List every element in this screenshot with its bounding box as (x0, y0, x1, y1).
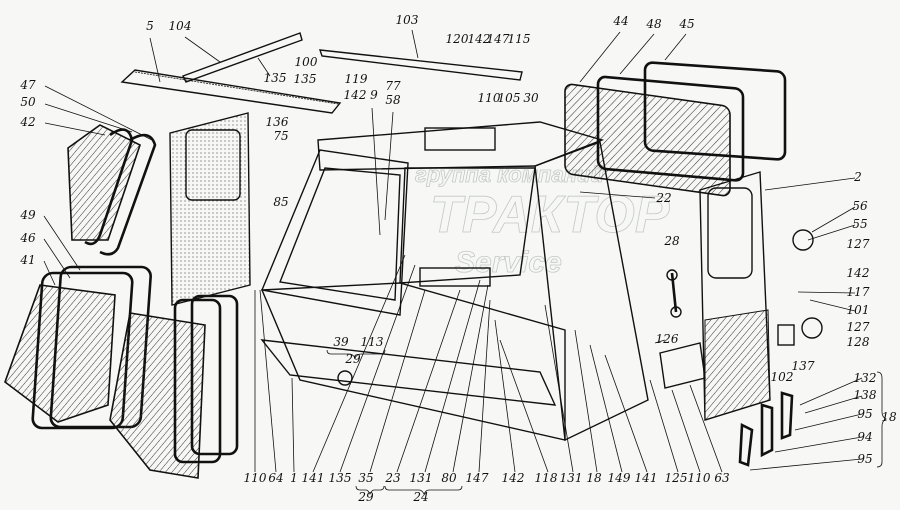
callout-147a: 147 (487, 32, 510, 46)
callout-5: 5 (146, 19, 154, 33)
callout-102: 102 (771, 370, 794, 384)
callout-128: 128 (847, 335, 870, 349)
callout-119: 119 (345, 72, 368, 86)
callout-110b: 110 (244, 471, 267, 485)
callout-103: 103 (396, 13, 419, 27)
callout-113: 113 (361, 335, 384, 349)
callout-95b: 95 (857, 452, 872, 466)
bracket-set-18 (738, 391, 794, 467)
callout-137: 137 (792, 359, 815, 373)
callout-100: 100 (295, 55, 318, 69)
roof-rail-5 (120, 69, 342, 114)
callout-105: 105 (498, 91, 521, 105)
callout-80: 80 (441, 471, 457, 485)
callout-101: 101 (847, 303, 870, 317)
callout-95a: 95 (857, 407, 872, 421)
callout-125: 125 (665, 471, 688, 485)
callout-28: 28 (663, 234, 680, 248)
callout-56: 56 (852, 199, 868, 213)
callout-110a: 110 (478, 91, 501, 105)
callout-115: 115 (508, 32, 531, 46)
roof-rail-104 (182, 32, 303, 83)
seal-48 (596, 75, 745, 182)
leader-lines (43, 29, 863, 473)
callout-29b: 29 (357, 490, 374, 504)
callout-18b: 18 (586, 471, 602, 485)
callout-22: 22 (655, 191, 671, 205)
callout-47: 47 (19, 78, 36, 92)
side-glass-41 (4, 284, 116, 423)
callout-45: 45 (678, 17, 694, 31)
group-brackets (326, 349, 887, 495)
callout-24: 24 (412, 490, 428, 504)
callout-39: 39 (333, 335, 349, 349)
callout-64: 64 (268, 471, 283, 485)
left-door (169, 112, 251, 306)
callout-104: 104 (169, 19, 192, 33)
callout-2: 2 (853, 170, 862, 184)
callout-18a: 18 (881, 410, 897, 424)
roof-rail-103 (318, 49, 523, 81)
callout-44: 44 (612, 14, 628, 28)
right-door-2 (699, 171, 771, 421)
callout-29a: 29 (344, 352, 361, 366)
callout-132: 132 (854, 371, 877, 385)
seal-45 (643, 61, 787, 161)
callout-142b: 142 (344, 88, 367, 102)
callout-85: 85 (273, 195, 288, 209)
callout-75: 75 (273, 129, 288, 143)
hinge-set (777, 229, 823, 346)
callout-138: 138 (854, 388, 877, 402)
watermark-line-2: ТРАКТОР (430, 186, 670, 244)
callout-41: 41 (19, 253, 35, 267)
callout-147b: 147 (466, 471, 489, 485)
callout-135b: 135 (294, 72, 317, 86)
left-door-glass-42 (67, 124, 141, 241)
callout-49: 49 (19, 208, 36, 222)
callout-58: 58 (385, 93, 401, 107)
callout-42: 42 (19, 115, 35, 129)
callout-142a: 142 (468, 32, 491, 46)
callout-55: 55 (852, 217, 867, 231)
callout-48: 48 (645, 17, 662, 31)
side-glass-2 (109, 294, 239, 479)
seal-50-47 (84, 128, 157, 256)
callout-126: 126 (656, 332, 679, 346)
callout-120: 120 (446, 32, 469, 46)
callout-141b: 141 (635, 471, 658, 485)
callout-63: 63 (714, 471, 730, 485)
handle-28 (666, 269, 682, 318)
callout-118: 118 (535, 471, 558, 485)
callout-142d: 142 (502, 471, 525, 485)
callout-9: 9 (370, 88, 378, 102)
callout-127b: 127 (847, 320, 870, 334)
callout-131b: 131 (560, 471, 583, 485)
callout-50: 50 (20, 95, 36, 109)
callout-131a: 131 (410, 471, 433, 485)
callout-77: 77 (385, 79, 401, 93)
callout-35: 35 (358, 471, 373, 485)
callout-141a: 141 (302, 471, 325, 485)
callout-135c: 135 (329, 471, 352, 485)
callout-30: 30 (523, 91, 539, 105)
cab-body-1 (260, 121, 649, 442)
callout-110c: 110 (688, 471, 711, 485)
callout-46: 46 (19, 231, 36, 245)
callout-142c: 142 (847, 266, 870, 280)
callout-117: 117 (847, 285, 870, 299)
callout-149: 149 (608, 471, 631, 485)
callout-127a: 127 (847, 237, 870, 251)
callout-1: 1 (290, 471, 298, 485)
callout-135a: 135 (264, 71, 287, 85)
plate-63 (659, 342, 706, 389)
callout-136: 136 (266, 115, 289, 129)
callout-94: 94 (857, 430, 872, 444)
callout-23: 23 (384, 471, 401, 485)
